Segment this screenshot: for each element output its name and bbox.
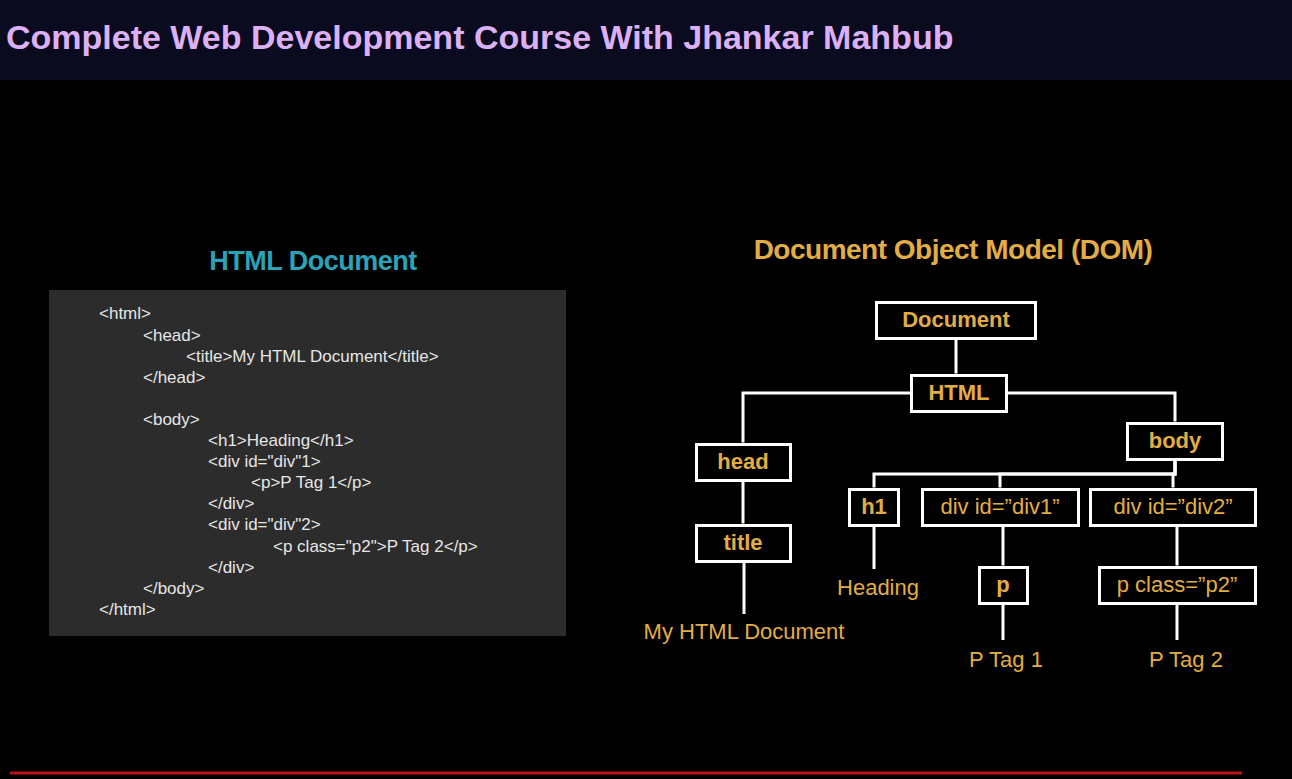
- dom-node-box: head: [695, 443, 792, 482]
- code-line: <h1>Heading</h1>: [208, 431, 354, 451]
- code-line: <body>: [143, 410, 200, 430]
- node-label: head: [717, 450, 768, 474]
- code-line: <p>P Tag 1</p>: [251, 473, 371, 493]
- text-node: Heading: [837, 575, 919, 601]
- progress-bar: [10, 772, 1242, 775]
- dom-node-box: HTML: [910, 374, 1008, 413]
- tree-connector: [1173, 461, 1175, 488]
- node-label: div id=”div2”: [1113, 495, 1232, 519]
- title-banner: [0, 0, 1292, 80]
- leaf-line: [1176, 605, 1179, 640]
- code-line: <div id="div"1>: [208, 452, 321, 472]
- dom-node-box: div id=”div2”: [1089, 488, 1257, 527]
- node-label: p: [996, 573, 1009, 597]
- node-label: HTML: [928, 381, 989, 405]
- code-line: <title>My HTML Document</title>: [186, 347, 439, 367]
- text-node: My HTML Document: [644, 619, 845, 645]
- leaf-line: [1002, 605, 1005, 640]
- code-line: </head>: [143, 368, 205, 388]
- tree-connector: [1000, 461, 1175, 488]
- code-line: <html>: [99, 304, 151, 324]
- tree-connector: [1002, 527, 1005, 566]
- node-label: Document: [902, 308, 1010, 332]
- tree-connector: [742, 482, 745, 524]
- code-line: <div id="div"2>: [208, 515, 321, 535]
- node-label: title: [723, 531, 762, 555]
- code-line: <p class="p2">P Tag 2</p>: [273, 537, 478, 557]
- tree-connector: [743, 393, 910, 443]
- code-line: </div>: [208, 558, 254, 578]
- node-label: body: [1149, 429, 1202, 453]
- section-heading: HTML Document: [209, 245, 417, 277]
- code-line: <head>: [143, 326, 201, 346]
- dom-node-box: title: [695, 524, 792, 563]
- dom-node-box: body: [1126, 422, 1224, 461]
- node-label: p class=”p2”: [1117, 573, 1237, 597]
- code-panel: [49, 290, 566, 636]
- code-line: </body>: [143, 579, 204, 599]
- dom-node-box: h1: [848, 488, 900, 527]
- text-node: P Tag 2: [1149, 647, 1223, 673]
- code-line: </div>: [208, 494, 254, 514]
- leaf-line: [873, 527, 876, 569]
- node-label: div id=”div1”: [940, 495, 1059, 519]
- leaf-line: [743, 562, 746, 614]
- section-heading: Document Object Model (DOM): [754, 233, 1153, 267]
- dom-node-box: Document: [875, 301, 1037, 340]
- tree-connector: [1176, 527, 1179, 566]
- tree-connector: [955, 340, 958, 374]
- dom-node-box: div id=”div1”: [921, 488, 1080, 527]
- dom-node-box: p class=”p2”: [1098, 566, 1257, 605]
- tree-connector: [1008, 393, 1175, 422]
- tree-connector: [874, 461, 1175, 488]
- node-label: h1: [861, 495, 887, 519]
- code-line: </html>: [99, 600, 156, 620]
- dom-node-box: p: [978, 566, 1029, 605]
- course-title: Complete Web Development Course With Jha…: [6, 18, 953, 57]
- text-node: P Tag 1: [969, 647, 1043, 673]
